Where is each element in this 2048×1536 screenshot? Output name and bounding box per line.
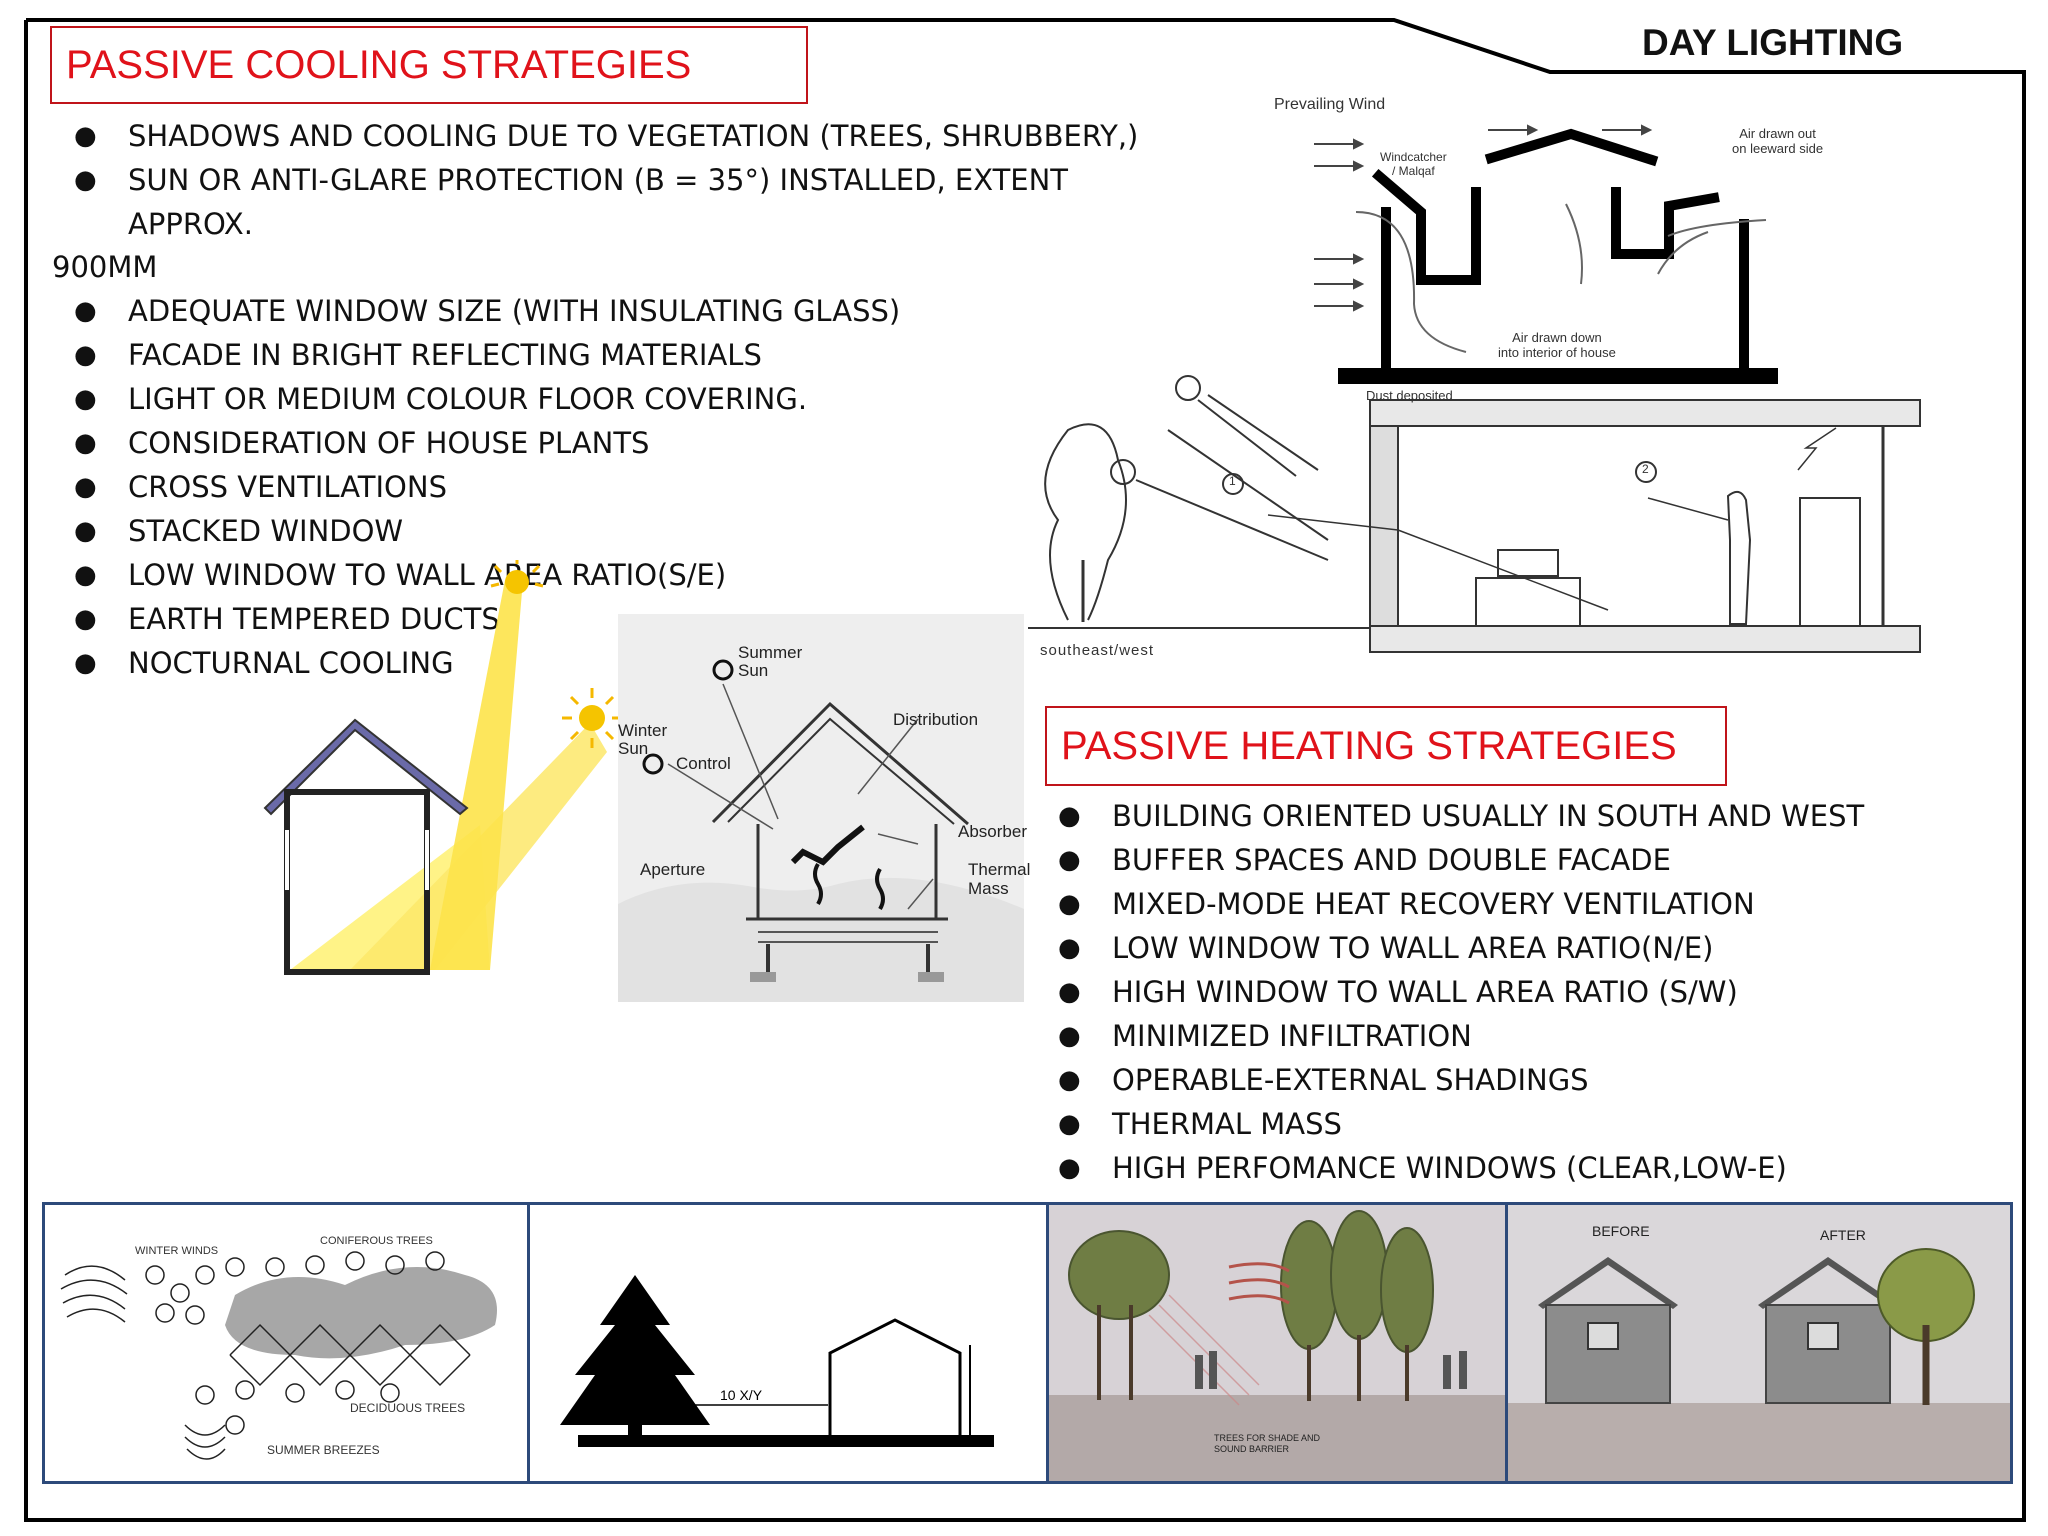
absorber-label: Absorber: [958, 822, 1027, 841]
summer-breezes-label: SUMMER BREEZES: [267, 1443, 380, 1457]
before-label: BEFORE: [1592, 1223, 1650, 1239]
winter-winds-label: WINTER WINDS: [135, 1245, 219, 1257]
heating-list: ●BUILDING ORIENTED USUALLY IN SOUTH AND …: [1058, 794, 1864, 1190]
cooling-item: ●CONSIDERATION OF HOUSE PLANTS: [74, 426, 650, 460]
cooling-item: ●STACKED WINDOW: [74, 514, 404, 548]
heating-item: ●LOW WINDOW TO WALL AREA RATIO(N/E): [1058, 931, 1714, 965]
cooling-title: PASSIVE COOLING STRATEGIES: [50, 26, 808, 104]
cooling-item: ●LIGHT OR MEDIUM COLOUR FLOOR COVERING.: [74, 382, 808, 416]
marker-2: 2: [1642, 462, 1649, 476]
heating-title: PASSIVE HEATING STRATEGIES: [1045, 706, 1727, 786]
heating-item: ●BUILDING ORIENTED USUALLY IN SOUTH AND …: [1058, 799, 1865, 833]
heating-item: ●BUFFER SPACES AND DOUBLE FACADE: [1058, 843, 1671, 877]
cooling-list-2: ●ADEQUATE WINDOW SIZE (WITH INSULATING G…: [74, 289, 900, 685]
deciduous-label: DECIDUOUS TREES: [350, 1401, 466, 1415]
heating-item: ●HIGH PERFOMANCE WINDOWS (CLEAR,LOW-E): [1058, 1151, 1787, 1185]
house-sunlight-diagram: [263, 560, 622, 975]
orientation-label: southeast/west: [1040, 642, 1155, 659]
before-after-panel: BEFORE AFTER: [1505, 1202, 2013, 1484]
heating-item: ●THERMAL MASS: [1058, 1107, 1342, 1141]
cooling-item: ●EARTH TEMPERED DUCTS: [74, 602, 500, 636]
cooling-item-900mm: 900MM: [52, 250, 158, 284]
windcatcher-label: Windcatcher/ Malqaf: [1380, 150, 1447, 178]
distribution-label: Distribution: [893, 710, 979, 729]
cooling-item: ●SUN OR ANTI-GLARE PROTECTION (B = 35°) …: [74, 163, 1069, 197]
marker-1: 1: [1229, 474, 1236, 488]
heating-item: ●MINIMIZED INFILTRATION: [1058, 1019, 1472, 1053]
cooling-item: ●LOW WINDOW TO WALL AREA RATIO(S/E): [74, 558, 727, 592]
tree-distance-panel: 10 X/Y: [527, 1202, 1049, 1484]
distance-label: 10 X/Y: [720, 1387, 763, 1403]
cooling-item: ●NOCTURNAL COOLING: [74, 646, 454, 680]
cooling-item: ● SHADOWS AND COOLING DUE TO VEGETATION …: [74, 119, 1139, 153]
heating-item: ●MIXED-MODE HEAT RECOVERY VENTILATION: [1058, 887, 1755, 921]
cooling-item: ●ADEQUATE WINDOW SIZE (WITH INSULATING G…: [74, 294, 901, 328]
aperture-label: Aperture: [640, 860, 706, 879]
daylight-section-sketch: Dust deposited southeast/west 1 2: [1028, 360, 1928, 690]
day-lighting-title: DAY LIGHTING: [1642, 22, 1904, 63]
control-label: Control: [676, 754, 731, 773]
after-label: AFTER: [1820, 1227, 1866, 1243]
dust-deposited-label: Dust deposited: [1366, 388, 1453, 403]
coniferous-label: CONIFEROUS TREES: [320, 1235, 433, 1247]
prevailing-wind-label: Prevailing Wind: [1274, 96, 1386, 113]
cooling-item-continuation: APPROX.: [128, 207, 254, 241]
windbreak-sketch-panel: WINTER WINDS CONIFEROUS TREES DECIDUOUS …: [42, 1202, 530, 1484]
heating-item: ●OPERABLE-EXTERNAL SHADINGS: [1058, 1063, 1589, 1097]
cooling-item: ●FACADE IN BRIGHT REFLECTING MATERIALS: [74, 338, 762, 372]
heating-item: ●HIGH WINDOW TO WALL AREA RATIO (S/W): [1058, 975, 1738, 1009]
cooling-list: ● SHADOWS AND COOLING DUE TO VEGETATION …: [74, 114, 1138, 246]
windcatcher-diagram: Prevailing Wind Windcatcher/ Malqaf Air …: [1266, 94, 1826, 384]
cooling-item: ●CROSS VENTILATIONS: [74, 470, 447, 504]
